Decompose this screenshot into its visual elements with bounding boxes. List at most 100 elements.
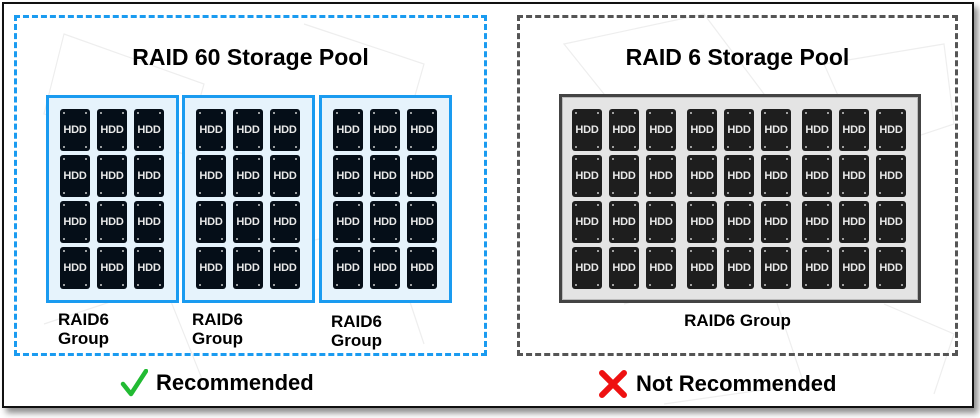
screw-dot xyxy=(597,112,599,114)
hdd-disk: HDD xyxy=(407,155,437,197)
screw-dot xyxy=(236,238,238,240)
hdd-label: HDD xyxy=(336,124,360,136)
screw-dot xyxy=(159,192,161,194)
raid60-pool-title: RAID 60 Storage Pool xyxy=(132,44,369,70)
not-recommended-verdict: Not Recommended xyxy=(598,369,836,399)
screw-dot xyxy=(901,192,903,194)
hdd-disk: HDD xyxy=(609,155,639,197)
screw-dot xyxy=(336,192,338,194)
screw-dot xyxy=(258,146,260,148)
screw-dot xyxy=(432,204,434,206)
hdd-label: HDD xyxy=(100,262,124,274)
screw-dot xyxy=(358,238,360,240)
hdd-label: HDD xyxy=(137,170,161,182)
screw-dot xyxy=(879,204,881,206)
screw-dot xyxy=(395,284,397,286)
not-recommended-label: Not Recommended xyxy=(636,371,837,396)
screw-dot xyxy=(199,204,201,206)
cross-icon xyxy=(599,370,627,398)
screw-dot xyxy=(575,238,577,240)
screw-dot xyxy=(749,204,751,206)
screw-dot xyxy=(395,192,397,194)
hdd-label: HDD xyxy=(100,216,124,228)
screw-dot xyxy=(137,158,139,160)
screw-dot xyxy=(786,250,788,252)
hdd-disk: HDD xyxy=(761,201,791,243)
hdd-disk: HDD xyxy=(407,247,437,289)
raid6-group-3-label: RAID6 Group xyxy=(331,312,382,350)
hdd-label: HDD xyxy=(690,216,714,228)
hdd-label: HDD xyxy=(805,216,829,228)
screw-dot xyxy=(100,112,102,114)
screw-dot xyxy=(575,146,577,148)
screw-dot xyxy=(634,158,636,160)
screw-dot xyxy=(199,250,201,252)
screw-dot xyxy=(879,112,881,114)
screw-dot xyxy=(63,146,65,148)
screw-dot xyxy=(805,204,807,206)
screw-dot xyxy=(295,112,297,114)
raid6-group-label: RAID6 Group xyxy=(684,311,791,330)
screw-dot xyxy=(612,192,614,194)
screw-dot xyxy=(671,192,673,194)
screw-dot xyxy=(864,146,866,148)
hdd-label: HDD xyxy=(612,124,636,136)
hdd-label: HDD xyxy=(842,262,866,274)
hdd-label: HDD xyxy=(100,170,124,182)
hdd-label: HDD xyxy=(137,262,161,274)
hdd-label: HDD xyxy=(805,262,829,274)
hdd-disk: HDD xyxy=(60,155,90,197)
screw-dot xyxy=(575,158,577,160)
hdd-label: HDD xyxy=(273,124,297,136)
screw-dot xyxy=(236,146,238,148)
hdd-label: HDD xyxy=(879,170,903,182)
screw-dot xyxy=(612,250,614,252)
hdd-label: HDD xyxy=(690,170,714,182)
screw-dot xyxy=(827,158,829,160)
hdd-disk: HDD xyxy=(761,155,791,197)
screw-dot xyxy=(805,158,807,160)
screw-dot xyxy=(273,192,275,194)
hdd-label: HDD xyxy=(63,170,87,182)
hdd-label: HDD xyxy=(137,216,161,228)
screw-dot xyxy=(199,238,201,240)
screw-dot xyxy=(258,284,260,286)
screw-dot xyxy=(712,284,714,286)
screw-dot xyxy=(901,204,903,206)
screw-dot xyxy=(690,112,692,114)
hdd-disk: HDD xyxy=(196,109,226,151)
hdd-disk: HDD xyxy=(802,109,832,151)
screw-dot xyxy=(100,158,102,160)
hdd-label: HDD xyxy=(199,124,223,136)
hdd-disk: HDD xyxy=(687,247,717,289)
screw-dot xyxy=(85,250,87,252)
screw-dot xyxy=(221,192,223,194)
screw-dot xyxy=(137,204,139,206)
screw-dot xyxy=(159,112,161,114)
hdd-label: HDD xyxy=(879,262,903,274)
screw-dot xyxy=(712,112,714,114)
screw-dot xyxy=(373,238,375,240)
screw-dot xyxy=(805,238,807,240)
screw-dot xyxy=(671,238,673,240)
screw-dot xyxy=(712,238,714,240)
screw-dot xyxy=(336,204,338,206)
screw-dot xyxy=(159,238,161,240)
screw-dot xyxy=(671,112,673,114)
screw-dot xyxy=(85,238,87,240)
hdd-disk: HDD xyxy=(802,155,832,197)
screw-dot xyxy=(827,112,829,114)
hdd-disk: HDD xyxy=(724,155,754,197)
screw-dot xyxy=(410,158,412,160)
hdd-label: HDD xyxy=(649,124,673,136)
screw-dot xyxy=(634,204,636,206)
screw-dot xyxy=(358,250,360,252)
screw-dot xyxy=(258,192,260,194)
screw-dot xyxy=(358,192,360,194)
screw-dot xyxy=(842,238,844,240)
screw-dot xyxy=(749,250,751,252)
hdd-disk: HDD xyxy=(233,201,263,243)
screw-dot xyxy=(358,112,360,114)
screw-dot xyxy=(199,112,201,114)
